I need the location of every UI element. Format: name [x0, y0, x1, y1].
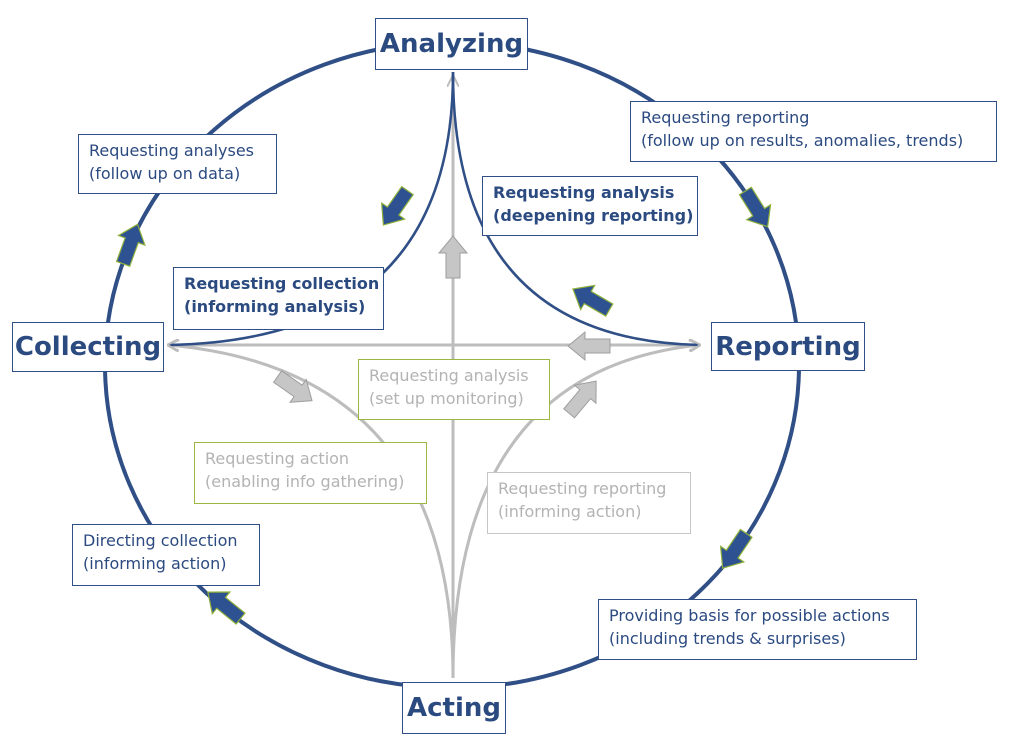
label-requesting-collection: Requesting collection (informing analysi… — [173, 267, 384, 330]
grey-block-arrow-left — [567, 331, 611, 361]
navy-block-arrow-inner-right — [565, 276, 617, 323]
node-collecting: Collecting — [12, 322, 164, 372]
label-requesting-analysis-deepening: Requesting analysis (deepening reporting… — [482, 176, 698, 236]
label-line: Requesting collection — [184, 274, 380, 293]
label-line: Requesting analysis — [369, 366, 529, 385]
label-line: (informing action) — [498, 502, 642, 521]
label-providing-basis: Providing basis for possible actions (in… — [598, 599, 917, 660]
node-acting: Acting — [402, 682, 506, 734]
curve-acting-to-collecting — [168, 345, 455, 679]
curve-analyzing-to-reporting — [451, 71, 700, 345]
node-collecting-label: Collecting — [14, 332, 162, 362]
node-analyzing-label: Analyzing — [379, 29, 524, 59]
grey-block-arrow-right-down — [269, 364, 321, 413]
label-line: Requesting reporting — [641, 108, 810, 127]
node-acting-label: Acting — [407, 693, 501, 723]
label-line: (informing action) — [83, 554, 227, 573]
label-line: (informing analysis) — [184, 297, 366, 316]
label-line: Requesting analysis — [493, 183, 675, 202]
label-line: Directing collection — [83, 531, 238, 550]
label-requesting-analyses: Requesting analyses (follow up on data) — [78, 134, 277, 194]
label-directing-collection: Directing collection (informing action) — [72, 524, 260, 586]
label-requesting-reporting: Requesting reporting (follow up on resul… — [630, 101, 997, 162]
label-line: Providing basis for possible actions — [609, 606, 890, 625]
navy-block-arrow-upper-right — [732, 183, 781, 235]
navy-block-arrow-inner-left — [371, 181, 420, 234]
label-line: (follow up on results, anomalies, trends… — [641, 131, 964, 150]
label-requesting-reporting-action: Requesting reporting (informing action) — [487, 472, 691, 534]
label-line: (deepening reporting) — [493, 206, 694, 225]
label-line: (set up monitoring) — [369, 389, 524, 408]
navy-block-arrow-lower-right — [710, 524, 759, 577]
node-analyzing: Analyzing — [375, 18, 528, 70]
node-reporting: Reporting — [711, 322, 865, 371]
node-reporting-label: Reporting — [715, 331, 861, 362]
curve-acting-to-reporting — [451, 345, 700, 679]
label-line: Requesting action — [205, 449, 350, 468]
label-requesting-analysis-monitoring: Requesting analysis (set up monitoring) — [358, 359, 550, 420]
navy-block-arrow-upper-left — [109, 218, 152, 270]
grey-block-arrow-up — [438, 235, 468, 279]
label-line: (including trends & surprises) — [609, 629, 846, 648]
label-line: (enabling info gathering) — [205, 472, 405, 491]
label-line: Requesting analyses — [89, 141, 254, 160]
label-line: (follow up on data) — [89, 164, 241, 183]
label-requesting-action: Requesting action (enabling info gatheri… — [194, 442, 427, 504]
label-line: Requesting reporting — [498, 479, 667, 498]
